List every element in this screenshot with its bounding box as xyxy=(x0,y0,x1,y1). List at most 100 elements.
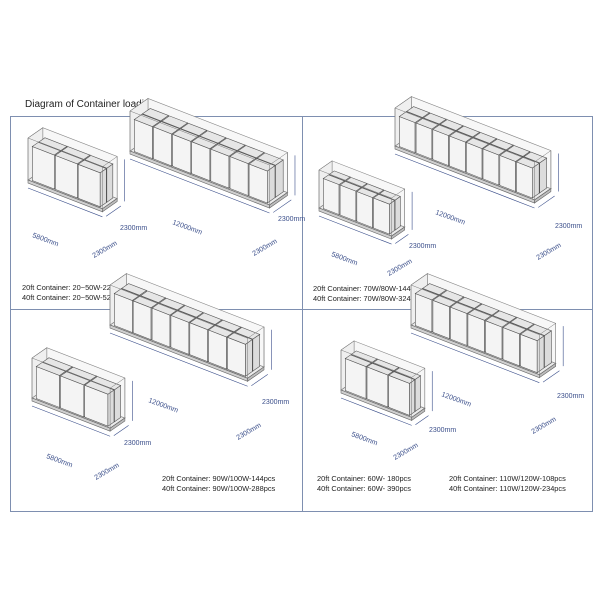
container-base-rail-end xyxy=(247,366,265,382)
cargo-box-top xyxy=(189,317,216,331)
cargo-box-top xyxy=(141,108,170,122)
large-height-label: 2300mm xyxy=(262,399,289,406)
cargo-box-top xyxy=(226,332,253,345)
cargo-box-top xyxy=(196,312,223,325)
cargo-box-top xyxy=(54,150,84,165)
panel-4-caption-a: 20ft Container: 60W- 180pcs 40ft Contain… xyxy=(317,474,411,494)
length-dimension-line xyxy=(27,187,103,218)
cargo-box-side xyxy=(544,330,552,369)
cargo-box-top xyxy=(133,113,161,127)
container-edge xyxy=(340,349,412,378)
cargo-box xyxy=(248,158,276,204)
container-edge xyxy=(27,137,103,168)
large-height-label: 2300mm xyxy=(557,393,584,400)
cargo-box-top xyxy=(414,288,440,301)
small-length-label: 5800mm xyxy=(330,251,358,267)
container-illustration-2: 12000mm 2300mm 2300mm 5800mm 2300mm 2300… xyxy=(318,96,582,278)
cargo-box-top xyxy=(465,137,490,149)
cargo-box-top xyxy=(350,350,378,363)
cargo-box-top xyxy=(422,112,447,125)
container-edge xyxy=(269,152,288,166)
cargo-box-top xyxy=(515,156,540,169)
cargo-box-top xyxy=(151,302,178,316)
cargo-box-top xyxy=(372,193,396,205)
cargo-box-side xyxy=(532,162,540,199)
cargo-box-top xyxy=(132,295,159,309)
cargo-box-top xyxy=(345,177,368,188)
cargo-box-top xyxy=(473,132,498,144)
page-title: Diagram of Container loading xyxy=(25,99,156,110)
length-dimension-line xyxy=(394,153,535,209)
large-length-label: 12000mm xyxy=(434,209,466,226)
cargo-box-top xyxy=(406,106,431,118)
panel-1-caption: 20ft Container: 20~50W-220pcs 40ft Conta… xyxy=(22,283,126,303)
container-edge xyxy=(534,150,552,163)
diagram-frame xyxy=(10,116,593,512)
container-base-rail-end xyxy=(539,362,556,379)
cargo-box-top xyxy=(170,310,197,323)
cargo-box-side xyxy=(394,195,401,231)
cargo-box-top xyxy=(456,125,481,138)
cargo-box-top xyxy=(328,170,351,181)
cargo-box-top xyxy=(177,305,204,318)
cargo-box-top xyxy=(121,283,148,296)
length-dimension-line xyxy=(410,332,540,383)
cargo-box-top xyxy=(158,297,185,311)
container-base-rail-end xyxy=(534,188,552,204)
cargo-box-top xyxy=(372,358,400,372)
cargo-box-top xyxy=(509,317,535,330)
cargo-box-top xyxy=(361,183,385,194)
container-edge xyxy=(129,98,149,112)
width-dimension-line xyxy=(273,199,292,213)
cargo-box-top xyxy=(139,290,167,303)
large-container-2 xyxy=(394,96,559,209)
container-base-rail-end xyxy=(269,191,288,209)
container-edge xyxy=(340,340,355,351)
large-length-label: 12000mm xyxy=(440,391,472,408)
cargo-box-top xyxy=(180,122,208,137)
container-edge xyxy=(539,323,556,335)
width-dimension-line xyxy=(415,415,429,426)
panel-3-caption: 20ft Container: 90W/100W-144pcs 40ft Con… xyxy=(162,474,275,494)
width-dimension-line xyxy=(251,374,268,386)
large-length-label: 12000mm xyxy=(147,397,179,414)
cargo-box-top xyxy=(398,111,423,123)
caption-40ft: 40ft Container: 20~50W-528pcs xyxy=(22,293,127,302)
cargo-box-top xyxy=(448,130,473,143)
cargo-box-top xyxy=(234,327,261,340)
container-edge xyxy=(318,160,333,171)
horizontal-divider xyxy=(10,309,593,310)
panel-4-caption-b: 20ft Container: 110W/120W-108pcs 40ft Co… xyxy=(449,474,566,494)
container-edge xyxy=(129,110,270,166)
container-base-rail-end xyxy=(109,417,126,432)
cargo-box-top xyxy=(171,128,200,142)
cargo-box xyxy=(519,329,545,374)
cargo-box-top xyxy=(339,181,362,192)
cargo-box xyxy=(388,371,416,416)
cargo-box-top xyxy=(439,119,464,131)
cargo-box-side xyxy=(266,165,276,204)
width-dimension-line xyxy=(395,234,409,244)
cargo-box-top xyxy=(152,121,181,135)
cargo-box-top xyxy=(489,138,514,151)
width-dimension-line xyxy=(542,370,560,383)
cargo-box-top xyxy=(210,143,238,157)
cargo-box-top xyxy=(322,174,346,185)
cargo-box xyxy=(84,380,115,427)
cargo-box-side xyxy=(539,157,547,194)
cargo-box-top xyxy=(35,361,67,376)
container-edge xyxy=(27,127,43,139)
small-length-label: 5800mm xyxy=(350,431,378,447)
cargo-box-top xyxy=(59,371,91,386)
large-length-label: 12000mm xyxy=(171,219,203,236)
cargo-box-top xyxy=(113,288,140,301)
cargo-box-top xyxy=(523,151,548,164)
cargo-box-side xyxy=(114,384,121,423)
large-height-label: 2300mm xyxy=(278,216,305,223)
small-container-2 xyxy=(318,160,413,245)
cargo-box-top xyxy=(432,295,458,308)
cargo-box-top xyxy=(378,189,401,201)
small-height-label: 2300mm xyxy=(429,427,456,434)
cargo-box-side xyxy=(252,333,260,372)
caption-40ft-large: 40ft Container: 110W/120W-234pcs xyxy=(449,484,566,493)
